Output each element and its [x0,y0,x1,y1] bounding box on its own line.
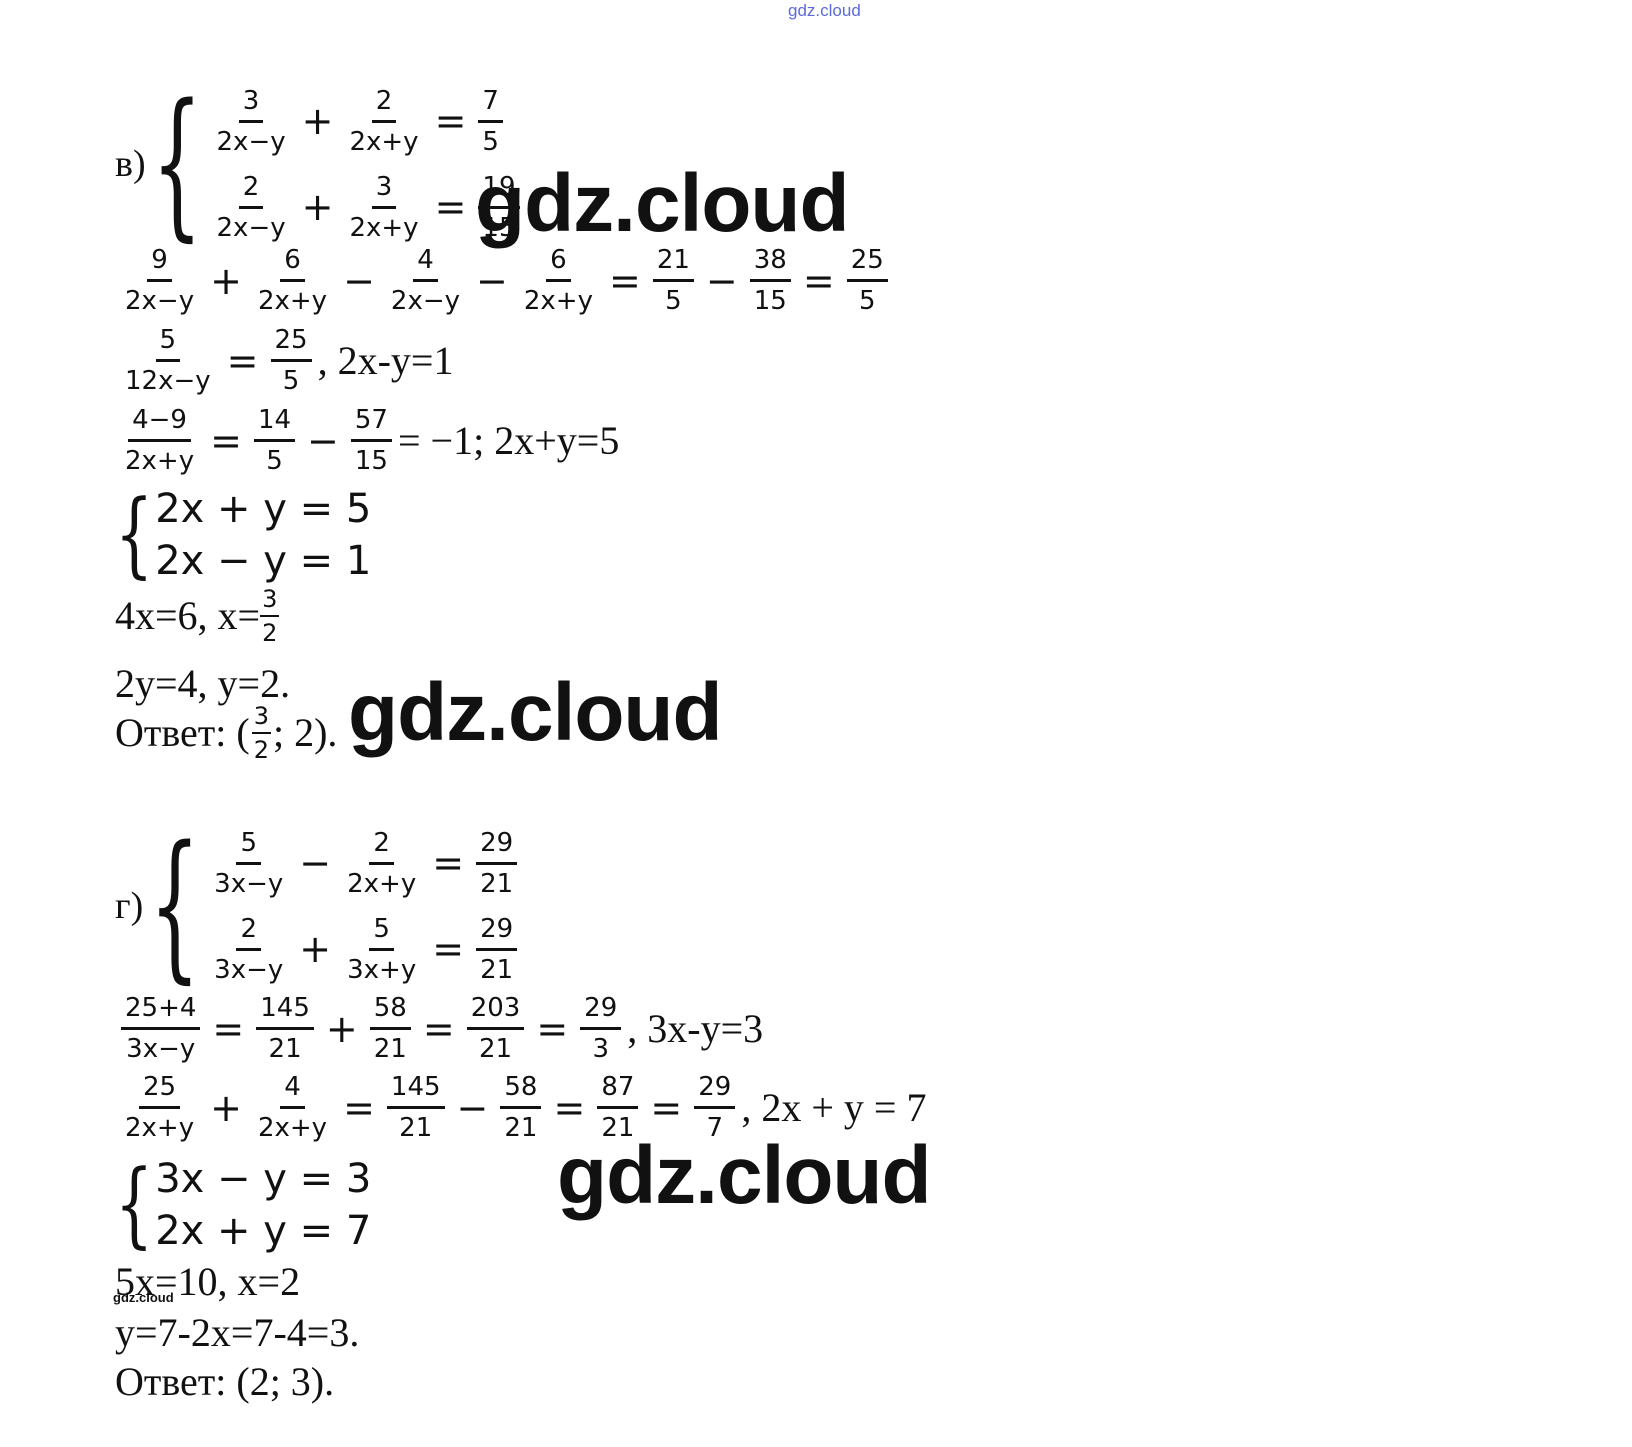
part-label-g: г) [115,885,144,927]
line-v-5: 2y=4, y=2. [115,661,291,706]
line-g-4: y=7-2x=7-4=3. [115,1310,360,1355]
system-v-2: { 2x + y = 5 2x − y = 1 [115,480,372,590]
part-label-v: в) [115,143,146,185]
watermark-2: gdz.cloud [348,667,723,758]
watermark-top: gdz.cloud [788,1,861,20]
watermark-3: gdz.cloud [557,1130,932,1221]
answer-g: Ответ: (2; 3). [115,1359,335,1404]
system-g-2: { 3x − y = 3 2x + y = 7 [115,1150,372,1260]
watermark-1: gdz.cloud [475,158,850,249]
brace: { [151,70,203,256]
line-g-3: 5x=10, x=2 [115,1259,301,1304]
brace: { [115,1150,154,1260]
brace: { [115,480,154,590]
watermark-tiny: gdz.cloud [113,1290,174,1305]
brace: { [149,812,201,998]
